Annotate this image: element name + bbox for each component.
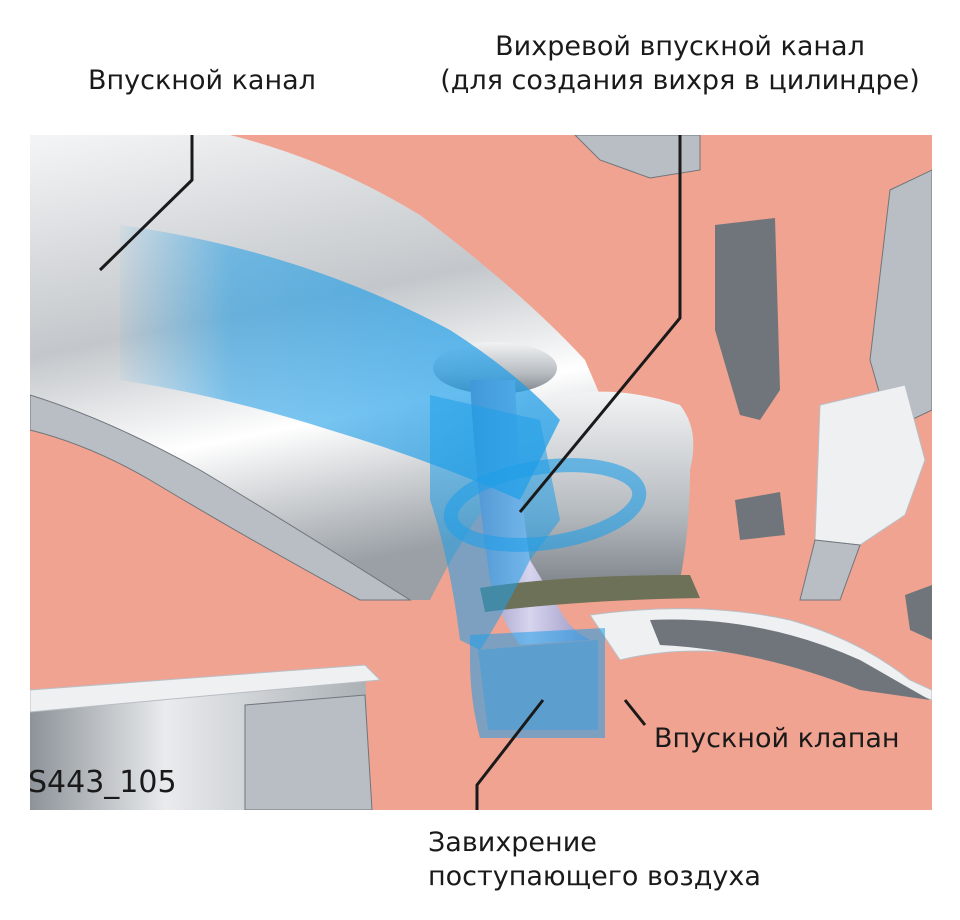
leader-line-air-swirl xyxy=(475,699,545,810)
cylinder-air-inner xyxy=(478,640,598,730)
label-air-swirl-line1: Завихрение xyxy=(428,827,597,858)
right-cutout xyxy=(905,585,932,640)
lower-block-step xyxy=(244,694,373,810)
swirl-air-column xyxy=(430,395,560,650)
label-intake-port: Впускной канал xyxy=(88,65,316,96)
label-swirl-intake-port-line1: Вихревой впускной канал xyxy=(495,31,865,62)
label-air-swirl: Завихрение поступающего воздуха xyxy=(428,826,761,894)
lower-block-top xyxy=(30,664,382,713)
leader-line-swirl-port xyxy=(518,135,682,513)
leader-line-intake-port xyxy=(98,135,194,272)
label-swirl-intake-port-line2: (для создания вихря в цилиндре) xyxy=(440,65,920,96)
chamber-shadow xyxy=(650,619,930,700)
oil-passage xyxy=(715,218,780,420)
label-intake-valve: Впускной клапан xyxy=(654,723,900,754)
label-swirl-intake-port: Вихревой впускной канал (для создания ви… xyxy=(420,30,940,98)
intake-port-floor xyxy=(30,394,412,601)
swirl-air-ring xyxy=(443,458,647,552)
camshaft-part xyxy=(574,135,701,179)
leader-line-intake-valve xyxy=(623,699,647,726)
injector-stem xyxy=(799,539,861,601)
label-air-swirl-line2: поступающего воздуха xyxy=(428,861,761,892)
cylinder-air-swirl xyxy=(470,628,605,738)
figure-code: S443_105 xyxy=(28,765,177,800)
valve-seat-ring xyxy=(480,575,700,612)
small-passage xyxy=(735,492,785,540)
leader-lines xyxy=(98,135,682,810)
